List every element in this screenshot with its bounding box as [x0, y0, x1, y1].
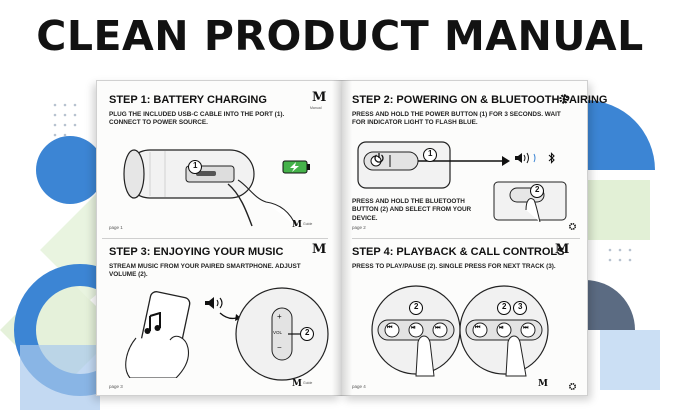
smartphone-hand-illustration: [125, 291, 191, 378]
footer-logo: M: [292, 379, 302, 389]
section-title: STEP 3: ENJOYING YOUR MUSIC: [109, 246, 284, 258]
page-number: page 4: [352, 384, 366, 389]
footer-gear-icon: [568, 222, 577, 231]
footer-logo-text: Guide: [303, 222, 313, 226]
controls-left-illustration: [371, 285, 461, 377]
section-body: PRESS TO PLAY/PAUSE (2). SINGLE PRESS FO…: [352, 263, 556, 270]
callout-1-badge: [188, 160, 202, 174]
callout-1: 1: [193, 161, 198, 170]
brand-logo: M: [555, 242, 570, 257]
callout-3: 3: [518, 302, 523, 311]
callout-1: 1: [428, 149, 433, 158]
section-body-2: PRESS AND HOLD THE BLUETOOTH BUTTON (2) …: [352, 198, 472, 222]
callout-2: 2: [414, 302, 419, 311]
callout-2-badge: [300, 327, 314, 341]
brand-logo: M: [312, 90, 327, 105]
manual-booklet: STEP 1: BATTERY CHARGING PLUG THE INCLUD…: [96, 80, 607, 396]
volume-buttons-illustration: [235, 287, 329, 381]
gear-icon: [559, 94, 569, 104]
footer-logo: M: [538, 379, 548, 389]
callout-3-badge: [513, 301, 527, 315]
volume-plus-label: +: [277, 312, 282, 321]
volume-label: VOL: [273, 330, 283, 335]
footer-logo-text: Guide: [303, 381, 313, 385]
headline: CLEAN PRODUCT MANUAL: [36, 12, 644, 60]
speaker-sound-bluetooth-icon: [515, 152, 555, 164]
brand-logo: M: [312, 242, 327, 257]
booklet-spine: [332, 80, 352, 396]
section-title: STEP 4: PLAYBACK & CALL CONTROLS: [352, 246, 565, 258]
callout-2: 2: [305, 328, 310, 337]
callout-2: 2: [535, 185, 540, 194]
speaker-sound-icon: [205, 297, 223, 309]
section-step-1: STEP 1: BATTERY CHARGING PLUG THE INCLUD…: [96, 80, 342, 238]
next-track-icon: ⏭: [435, 325, 441, 331]
section-step-4: STEP 4: PLAYBACK & CALL CONTROLS M PRESS…: [342, 240, 588, 396]
section-step-2: STEP 2: POWERING ON & BLUETOOTH PAIRING …: [342, 80, 607, 238]
section-step-3: STEP 3: ENJOYING YOUR MUSIC M STREAM MUS…: [96, 240, 342, 396]
speaker-charging-illustration: [123, 149, 297, 227]
controls-right-illustration: [459, 285, 549, 377]
page-number: page 1: [109, 225, 123, 230]
callout-1-badge: [423, 148, 437, 162]
left-divider: [102, 238, 328, 239]
callout-2-badge: [497, 301, 511, 315]
next-track-icon: ⏭: [523, 325, 529, 331]
callout-2-badge: [530, 184, 544, 198]
section-body: PRESS AND HOLD THE POWER BUTTON (1) FOR …: [352, 111, 561, 127]
section-title: STEP 1: BATTERY CHARGING: [109, 94, 267, 106]
section-body: STREAM MUSIC FROM YOUR PAIRED SMARTPHONE…: [109, 263, 301, 279]
play-pause-icon: ⏯: [411, 325, 416, 331]
right-divider: [352, 238, 580, 239]
battery-charging-icon: [282, 160, 310, 174]
section-title: STEP 2: POWERING ON & BLUETOOTH PAIRING: [352, 94, 608, 106]
arrow-icon: [219, 312, 241, 321]
footer-logo: M: [292, 220, 302, 230]
page-number: page 3: [109, 384, 123, 389]
prev-track-icon: ⏮: [475, 325, 481, 331]
volume-minus-label: −: [277, 343, 282, 352]
page-number: page 2: [352, 225, 366, 230]
brand-logo-text: Manual: [310, 106, 322, 110]
section-body: PLUG THE INCLUDED USB-C CABLE INTO THE P…: [109, 111, 285, 127]
play-pause-icon: ⏯: [499, 325, 504, 331]
prev-track-icon: ⏮: [387, 325, 393, 331]
callout-2: 2: [502, 302, 507, 311]
music-note-icon: [144, 312, 161, 334]
callout-2-badge: [409, 301, 423, 315]
footer-gear-icon: [568, 382, 577, 391]
power-icon: [374, 153, 384, 163]
